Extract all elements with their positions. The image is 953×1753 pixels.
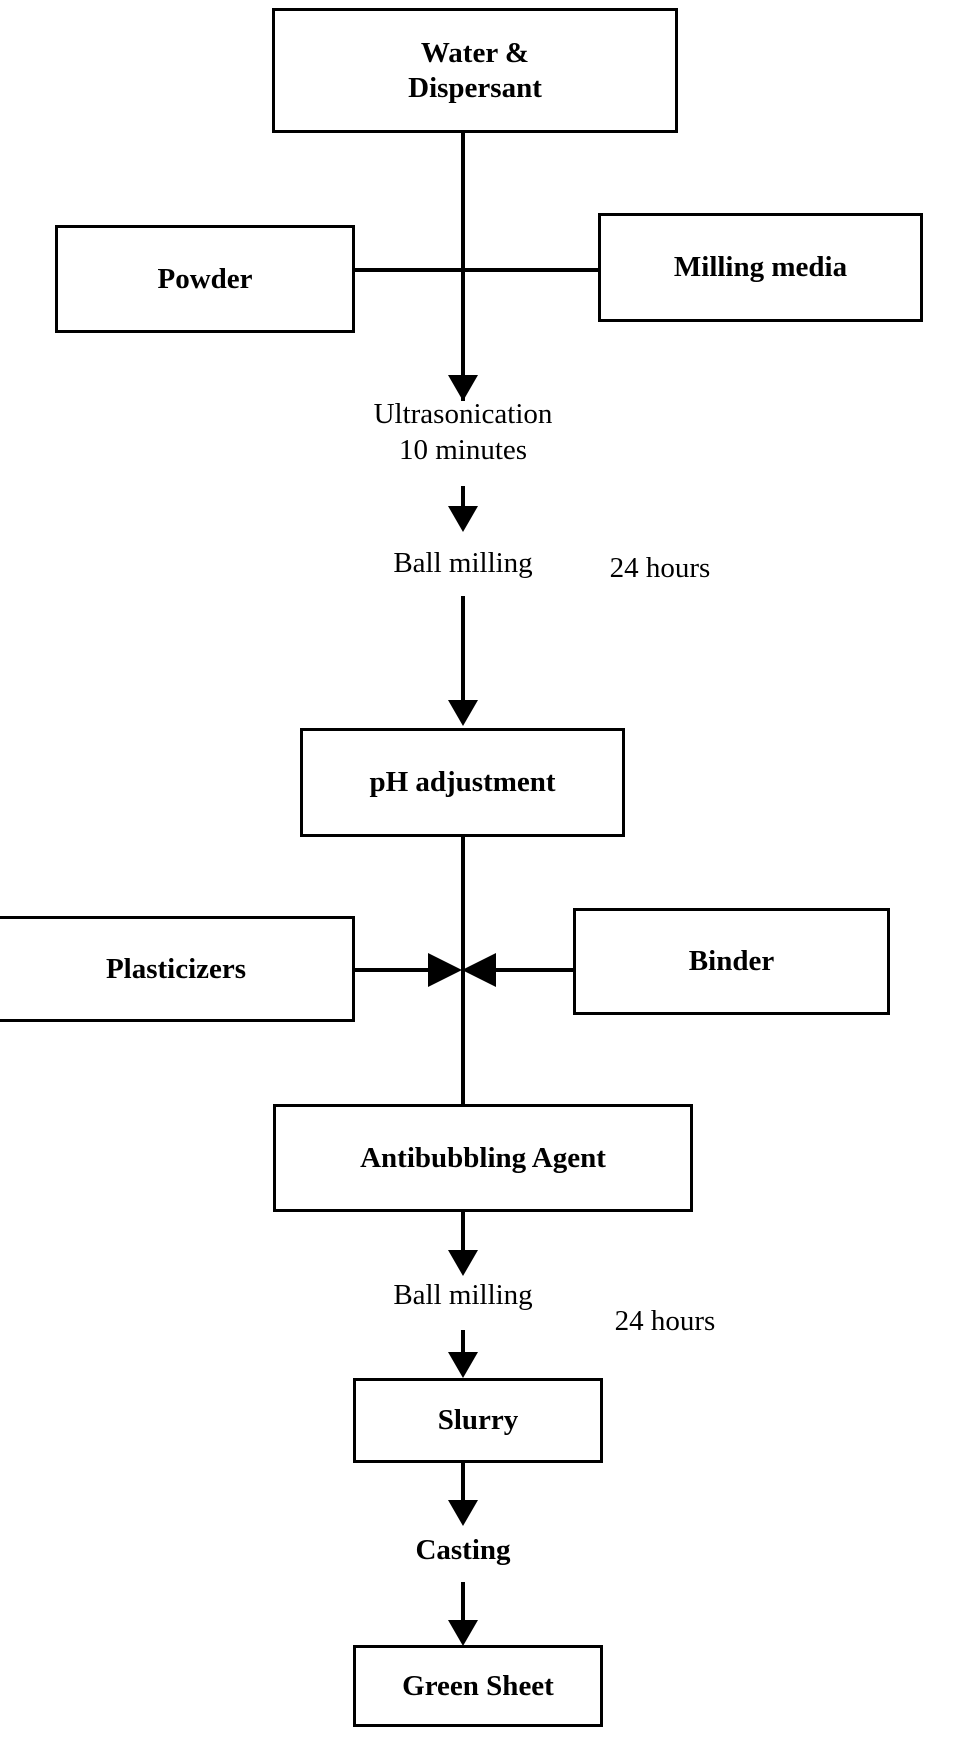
- arrow-binder-into-trunk: [462, 953, 496, 987]
- arrow-to-ph-adjustment: [448, 700, 478, 726]
- connector-plasticizers-to-trunk: [355, 968, 430, 972]
- box-slurry-label: Slurry: [437, 1404, 519, 1437]
- arrow-to-ball-milling-2: [448, 1250, 478, 1276]
- label-ultrasonication: Ultrasonication 10 minutes: [373, 398, 553, 467]
- box-green-sheet-label: Green Sheet: [402, 1669, 554, 1702]
- arrow-to-casting: [448, 1500, 478, 1526]
- connector-binder-to-trunk: [496, 968, 575, 972]
- box-milling-media: Milling media: [598, 213, 923, 322]
- arrow-to-ball-milling-1: [448, 506, 478, 532]
- label-duration-1: 24 hours: [609, 552, 711, 584]
- connector-powder-to-trunk: [355, 268, 463, 272]
- connector-slurry-to-casting: [461, 1463, 465, 1511]
- label-ball-milling-1: Ball milling: [393, 547, 533, 579]
- box-milling-media-label: Milling media: [673, 251, 848, 284]
- arrow-to-slurry: [448, 1352, 478, 1378]
- box-plasticizers-label: Plasticizers: [105, 952, 247, 985]
- box-slurry: Slurry: [353, 1378, 603, 1463]
- arrow-plasticizers-into-trunk: [428, 953, 462, 987]
- connector-antibubbling-to-ballmilling: [461, 1212, 465, 1260]
- box-antibubbling-agent: Antibubbling Agent: [273, 1104, 693, 1212]
- connector-casting-to-greensheet: [461, 1582, 465, 1632]
- box-water-dispersant-label: Water & Dispersant: [408, 37, 542, 104]
- box-binder: Binder: [573, 908, 890, 1015]
- box-green-sheet: Green Sheet: [353, 1645, 603, 1727]
- label-duration-2: 24 hours: [614, 1305, 716, 1337]
- box-binder-label: Binder: [688, 945, 775, 978]
- connector-ballmilling-to-slurry: [461, 1330, 465, 1358]
- label-casting: Casting: [415, 1534, 511, 1566]
- box-water-dispersant: Water & Dispersant: [272, 8, 678, 133]
- connector-trunk-top: [461, 133, 465, 401]
- connector-ultrasonication-to-ballmilling: [461, 486, 465, 516]
- arrow-to-green-sheet: [448, 1620, 478, 1646]
- connector-ballmilling-to-ph: [461, 596, 465, 701]
- box-ph-adjustment-label: pH adjustment: [369, 766, 556, 799]
- label-ball-milling-2: Ball milling: [393, 1279, 533, 1311]
- arrow-to-ultrasonication: [448, 375, 478, 401]
- box-powder: Powder: [55, 225, 355, 333]
- box-antibubbling-agent-label: Antibubbling Agent: [360, 1141, 606, 1174]
- box-ph-adjustment: pH adjustment: [300, 728, 625, 837]
- box-plasticizers: Plasticizers: [0, 916, 355, 1022]
- connector-milling-media-to-trunk: [461, 268, 600, 272]
- box-powder-label: Powder: [157, 262, 253, 295]
